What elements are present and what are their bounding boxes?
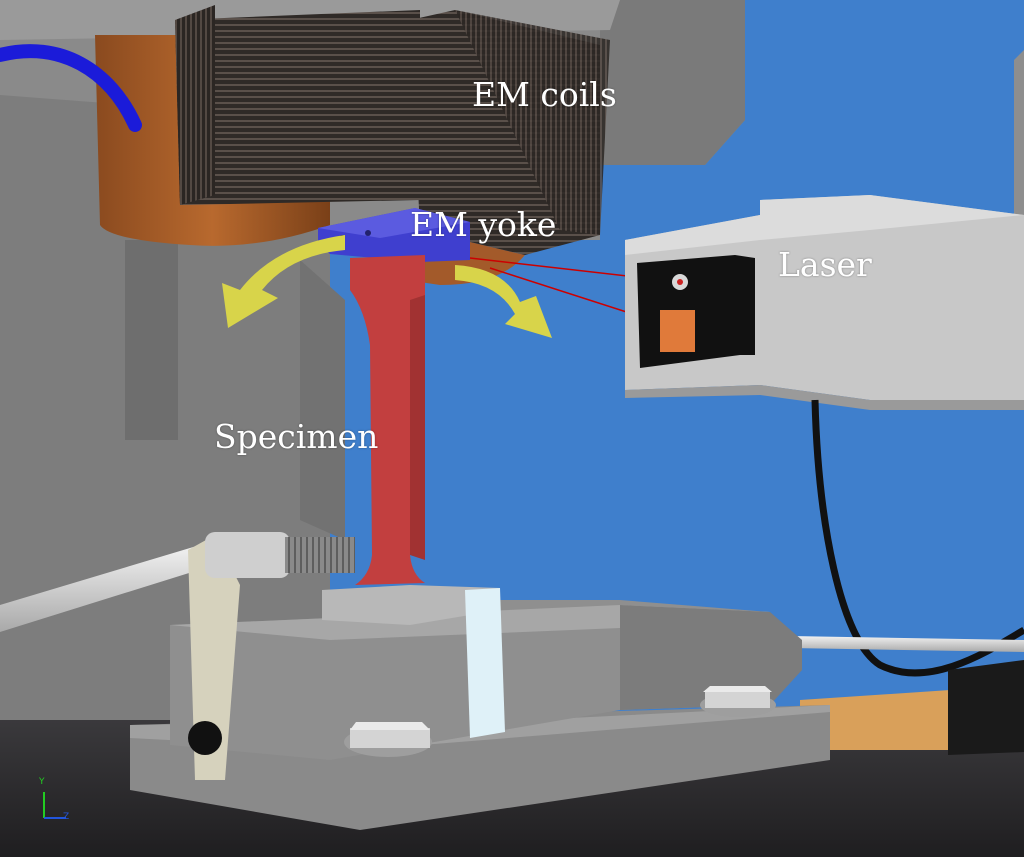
crank-lever [188, 535, 240, 780]
right-post [1014, 50, 1024, 230]
dark-block [948, 660, 1024, 755]
laser-detector [660, 310, 695, 352]
coil-winding-right-side [455, 10, 610, 235]
specimen-label: Specimen [214, 417, 379, 456]
threaded-rod [285, 537, 355, 573]
frame-column-shade [125, 240, 178, 440]
coil-winding-left-front [175, 5, 215, 205]
fixture-right-jaw [620, 605, 802, 710]
axis-triad [43, 792, 66, 819]
em-coils-label: EM coils [472, 75, 617, 114]
coil-winding-left [175, 10, 420, 205]
crank-hub [205, 532, 290, 578]
crank-pivot [188, 721, 222, 755]
rod-left [0, 545, 205, 632]
laser-housing-shadow [625, 385, 1024, 410]
em-yoke-top [318, 208, 470, 238]
axis-z-label: Z [63, 812, 70, 822]
specimen-bar [350, 255, 425, 585]
axis-y-label: Y [39, 777, 45, 787]
blue-cable [0, 44, 142, 132]
deflection-arrow-left [222, 235, 345, 328]
laser-label: Laser [778, 245, 872, 284]
laser-housing-top [625, 195, 1024, 255]
frame-column-edge [300, 260, 345, 540]
laser-window [637, 255, 755, 368]
clamp-piece [322, 585, 500, 625]
rod-right [790, 636, 1024, 652]
clamp-glass [465, 588, 505, 738]
magnet-housing-face [600, 0, 745, 165]
deflection-arrow-right [455, 265, 552, 338]
em-yoke-label: EM yoke [410, 205, 557, 244]
laser-cable [811, 399, 1024, 677]
